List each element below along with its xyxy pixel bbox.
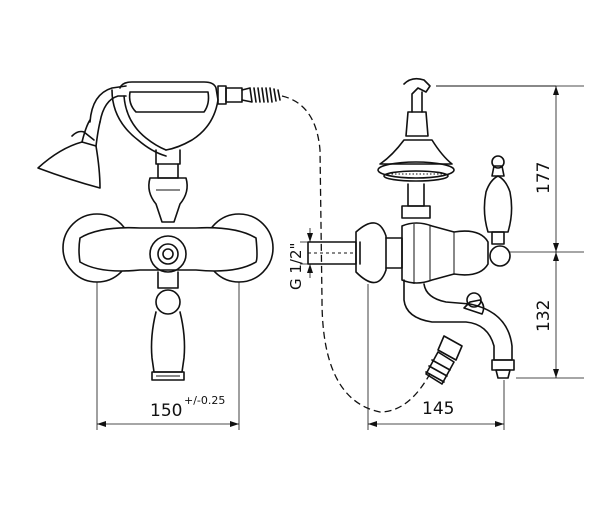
shower-cradle: [111, 81, 219, 157]
mixer-body: [62, 213, 274, 283]
side-spout: [403, 279, 515, 379]
side-diverter-outlet: [425, 335, 463, 385]
side-shower-head: [377, 111, 455, 182]
hand-shower-head: [37, 119, 101, 189]
hose-connector: [217, 85, 281, 105]
shower-handle-arm: [89, 85, 127, 123]
dimension-depth-side: 145: [422, 399, 454, 419]
side-body: [385, 222, 511, 284]
diverter-spout: [150, 271, 186, 381]
dimension-tolerance: +/-0.25: [184, 394, 225, 407]
dimension-height-bottom: 132: [534, 300, 554, 332]
side-hook: [403, 77, 556, 113]
dimension-thread: G 1/2": [287, 243, 305, 290]
dimension-width-front: 150: [150, 401, 182, 421]
front-view: 150 +/-0.25: [37, 81, 281, 430]
dimension-height-top: 177: [534, 162, 554, 194]
side-lever: [483, 155, 513, 245]
hose-dashed: [281, 95, 433, 413]
side-view: G 1/2" 145 177 132: [287, 77, 584, 430]
wall-flange: [307, 222, 387, 284]
center-stem: [148, 149, 188, 223]
